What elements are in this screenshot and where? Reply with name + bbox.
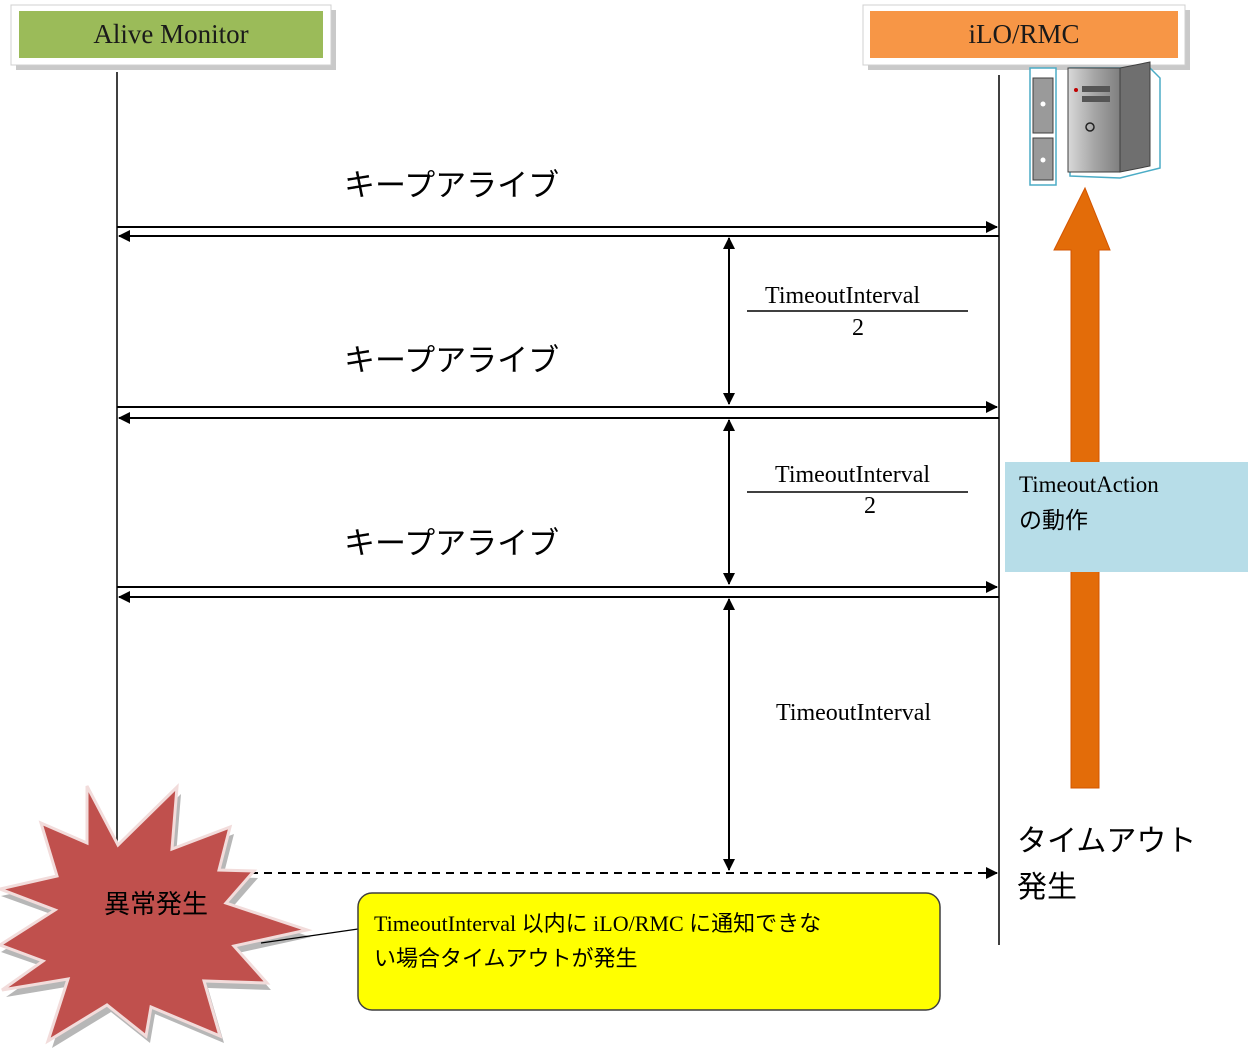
error-burst-shape [0, 783, 313, 1045]
callout-leader [260, 928, 359, 944]
keepalive-exchange-1 [117, 221, 999, 242]
keepalive-exchange-3 [117, 581, 999, 603]
interval-2-denominator: 2 [864, 493, 876, 519]
interval-3-label: TimeoutInterval [776, 700, 932, 726]
callout-line1: TimeoutInterval 以内に iLO/RMC に通知できな [374, 911, 822, 936]
callout-line2: い場合タイムアウトが発生 [374, 947, 638, 972]
timeout-occurred-line2: 発生 [1017, 870, 1077, 905]
callout-box [357, 892, 941, 1011]
error-burst-label: 異常発生 [104, 890, 209, 920]
keepalive-label-2: キープアライブ [344, 343, 560, 379]
timeout-action-box [1005, 462, 1248, 572]
keepalive-exchange-2 [117, 401, 999, 424]
timeout-action-line2: の動作 [1019, 508, 1088, 534]
interval-1-denominator: 2 [852, 315, 864, 341]
participant-ilo-rmc: iLO/RMC [968, 19, 1080, 49]
server-icon [1029, 61, 1161, 186]
interval-2-numerator: TimeoutInterval [775, 462, 931, 488]
participant-alive-monitor: Alive Monitor [93, 19, 249, 49]
timeout-occurred-line1: タイムアウト [1017, 824, 1197, 859]
keepalive-label-3: キープアライブ [344, 526, 560, 562]
interval-1-numerator: TimeoutInterval [765, 283, 921, 309]
timeout-action-line1: TimeoutAction [1019, 472, 1159, 497]
keepalive-label-1: キープアライブ [344, 168, 560, 204]
